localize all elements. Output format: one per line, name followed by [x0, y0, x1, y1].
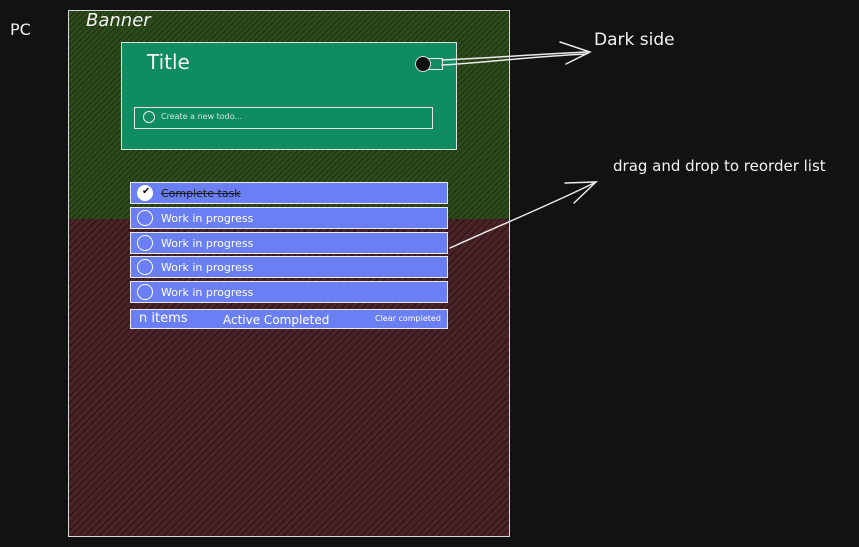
toggle-switch-icon: [415, 56, 431, 72]
circle-checkbox-icon[interactable]: [137, 284, 153, 300]
todo-item[interactable]: Work in progress: [130, 207, 448, 229]
drag-drop-note: drag and drop to reorder list: [613, 157, 826, 175]
todo-item[interactable]: ✔ Complete task: [130, 182, 448, 204]
todo-item[interactable]: Work in progress: [130, 281, 448, 303]
clear-completed-button[interactable]: Clear completed: [375, 314, 441, 323]
platform-label: PC: [10, 20, 31, 39]
new-todo-placeholder: Create a new todo...: [161, 112, 243, 121]
todo-item[interactable]: Work in progress: [130, 256, 448, 278]
circle-checkbox-icon[interactable]: [137, 235, 153, 251]
theme-toggle[interactable]: [415, 56, 443, 72]
items-left-count: n items: [139, 311, 188, 326]
todo-text: Work in progress: [161, 261, 254, 274]
new-todo-input[interactable]: Create a new todo...: [134, 107, 433, 129]
todo-text: Work in progress: [161, 286, 254, 299]
arrow-icon: [449, 181, 597, 249]
checkmark-icon: ✔: [142, 186, 151, 197]
circle-checkbox-icon[interactable]: [137, 259, 153, 275]
filter-links[interactable]: Active Completed: [223, 313, 330, 327]
todo-footer: n items Active Completed Clear completed: [130, 309, 448, 329]
todo-text: Work in progress: [161, 237, 254, 250]
todo-text: Complete task: [161, 187, 241, 200]
header-card: [121, 42, 457, 150]
page-frame: [68, 10, 510, 537]
circle-checkbox-icon[interactable]: ✔: [137, 185, 153, 201]
app-title: Title: [147, 50, 190, 74]
todo-item[interactable]: Work in progress: [130, 232, 448, 254]
arrow-icon: [441, 51, 589, 61]
banner-label: Banner: [86, 10, 151, 31]
todo-text: Work in progress: [161, 212, 254, 225]
circle-checkbox-icon[interactable]: [137, 210, 153, 226]
dark-side-note: Dark side: [594, 30, 675, 50]
circle-checkbox-icon: [143, 111, 155, 123]
